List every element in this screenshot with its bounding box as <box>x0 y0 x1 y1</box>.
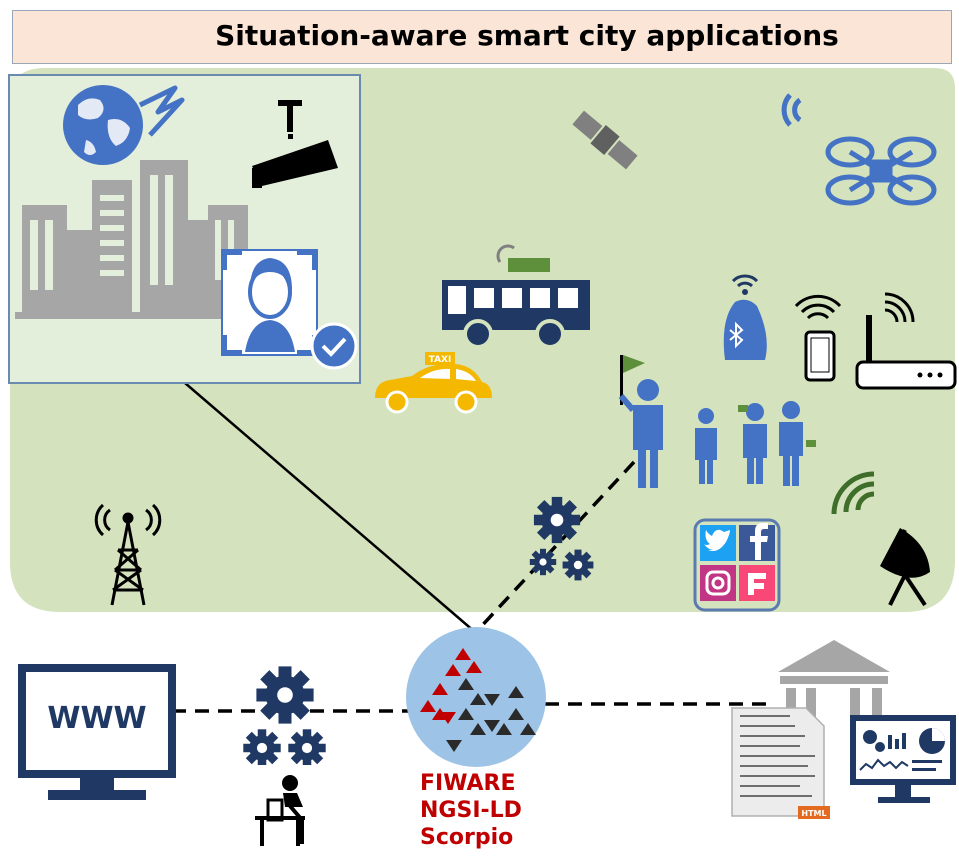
fiware-logo-icon <box>420 648 536 752</box>
cctv-camera-icon <box>252 100 338 188</box>
radio-tower-icon <box>94 503 162 606</box>
wifi-router-icon <box>855 292 957 390</box>
globe-icon <box>63 85 185 165</box>
satellite-dish-icon <box>831 471 930 607</box>
dashboard-monitor-icon <box>850 715 956 803</box>
title-bar: Situation-aware smart city applications <box>12 10 952 64</box>
bus-icon <box>442 244 590 349</box>
developer-icon <box>235 765 335 857</box>
monitor-www-text: WWW <box>47 701 146 736</box>
taxi-sign: TAXI <box>429 355 452 365</box>
gears-icon-developer <box>243 666 326 767</box>
smartphone-icon <box>794 294 842 382</box>
web-monitor-icon: WWW <box>18 664 176 800</box>
broker-label: FIWARE NGSI-LD Scorpio <box>405 770 565 851</box>
page-title: Situation-aware smart city applications <box>215 19 839 52</box>
social-media-icon <box>693 518 781 612</box>
drone-icon <box>781 93 937 206</box>
html-document-icon: HTML <box>731 707 830 819</box>
satellite-icon <box>572 110 638 170</box>
broker-label-line1: FIWARE <box>420 771 516 796</box>
tour-group-icon <box>618 355 816 488</box>
connector-inset-to-broker <box>184 382 476 633</box>
broker-label-line2: NGSI-LD <box>420 798 522 823</box>
connector-group-to-broker <box>474 460 636 634</box>
face-recognition-icon <box>221 249 358 370</box>
broker-label-line3: Scorpio <box>420 825 514 850</box>
html-badge: HTML <box>801 809 826 818</box>
bluetooth-beacon-icon <box>723 274 767 360</box>
taxi-icon: TAXI <box>375 352 492 414</box>
